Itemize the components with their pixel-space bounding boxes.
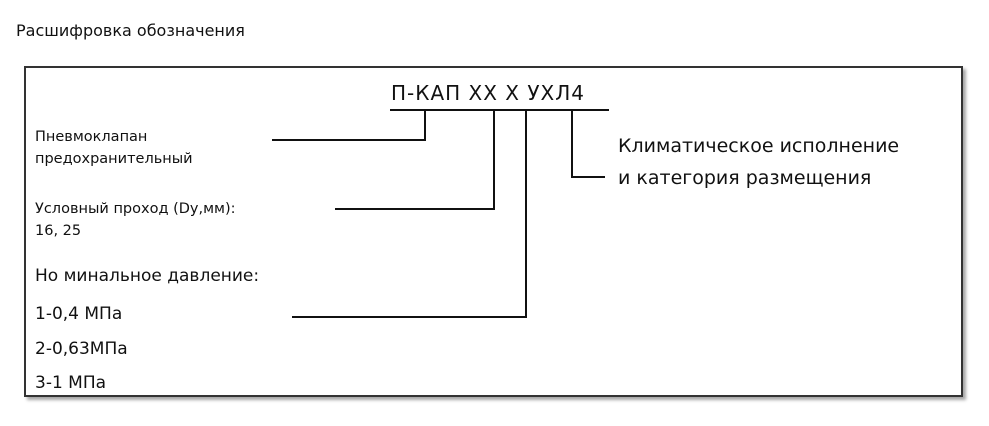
connector-pressure-horizontal <box>292 316 527 318</box>
designation-diagram: П-КАП ХХ Х УХЛ4 Пневмоклапан предохранит… <box>24 66 963 397</box>
nominal-bore-label: Условный проход (Dу,мм): 16, 25 <box>35 198 236 242</box>
valve-type-line-1: Пневмоклапан <box>35 129 148 145</box>
nominal-bore-values: 16, 25 <box>35 223 82 239</box>
climate-line-1: Климатическое исполнение <box>618 135 900 157</box>
valve-type-label: Пневмоклапан предохранительный <box>35 126 193 170</box>
pressure-option-2: 2-0,63МПа <box>35 339 128 359</box>
product-code: П-КАП ХХ Х УХЛ4 <box>391 81 586 105</box>
connector-climate-horizontal <box>571 176 605 178</box>
climate-label: Климатическое исполнение и категория раз… <box>618 130 899 194</box>
climate-line-2: и категория размещения <box>618 167 872 189</box>
valve-type-line-2: предохранительный <box>35 151 193 167</box>
connector-valve-type-vertical <box>424 109 426 141</box>
caption: Расшифровка обозначения <box>16 21 245 40</box>
connector-climate-vertical <box>571 109 573 178</box>
connector-bore-horizontal <box>335 208 495 210</box>
code-underline <box>390 109 609 111</box>
pressure-option-3: 3-1 МПа <box>35 373 107 393</box>
connector-pressure-vertical <box>525 109 527 318</box>
pressure-option-1: 1-0,4 МПа <box>35 304 123 324</box>
nominal-pressure-title: Но минальное давление: <box>35 266 260 286</box>
connector-valve-type-horizontal <box>272 139 426 141</box>
nominal-bore-title: Условный проход (Dу,мм): <box>35 201 236 217</box>
connector-bore-vertical <box>493 109 495 210</box>
